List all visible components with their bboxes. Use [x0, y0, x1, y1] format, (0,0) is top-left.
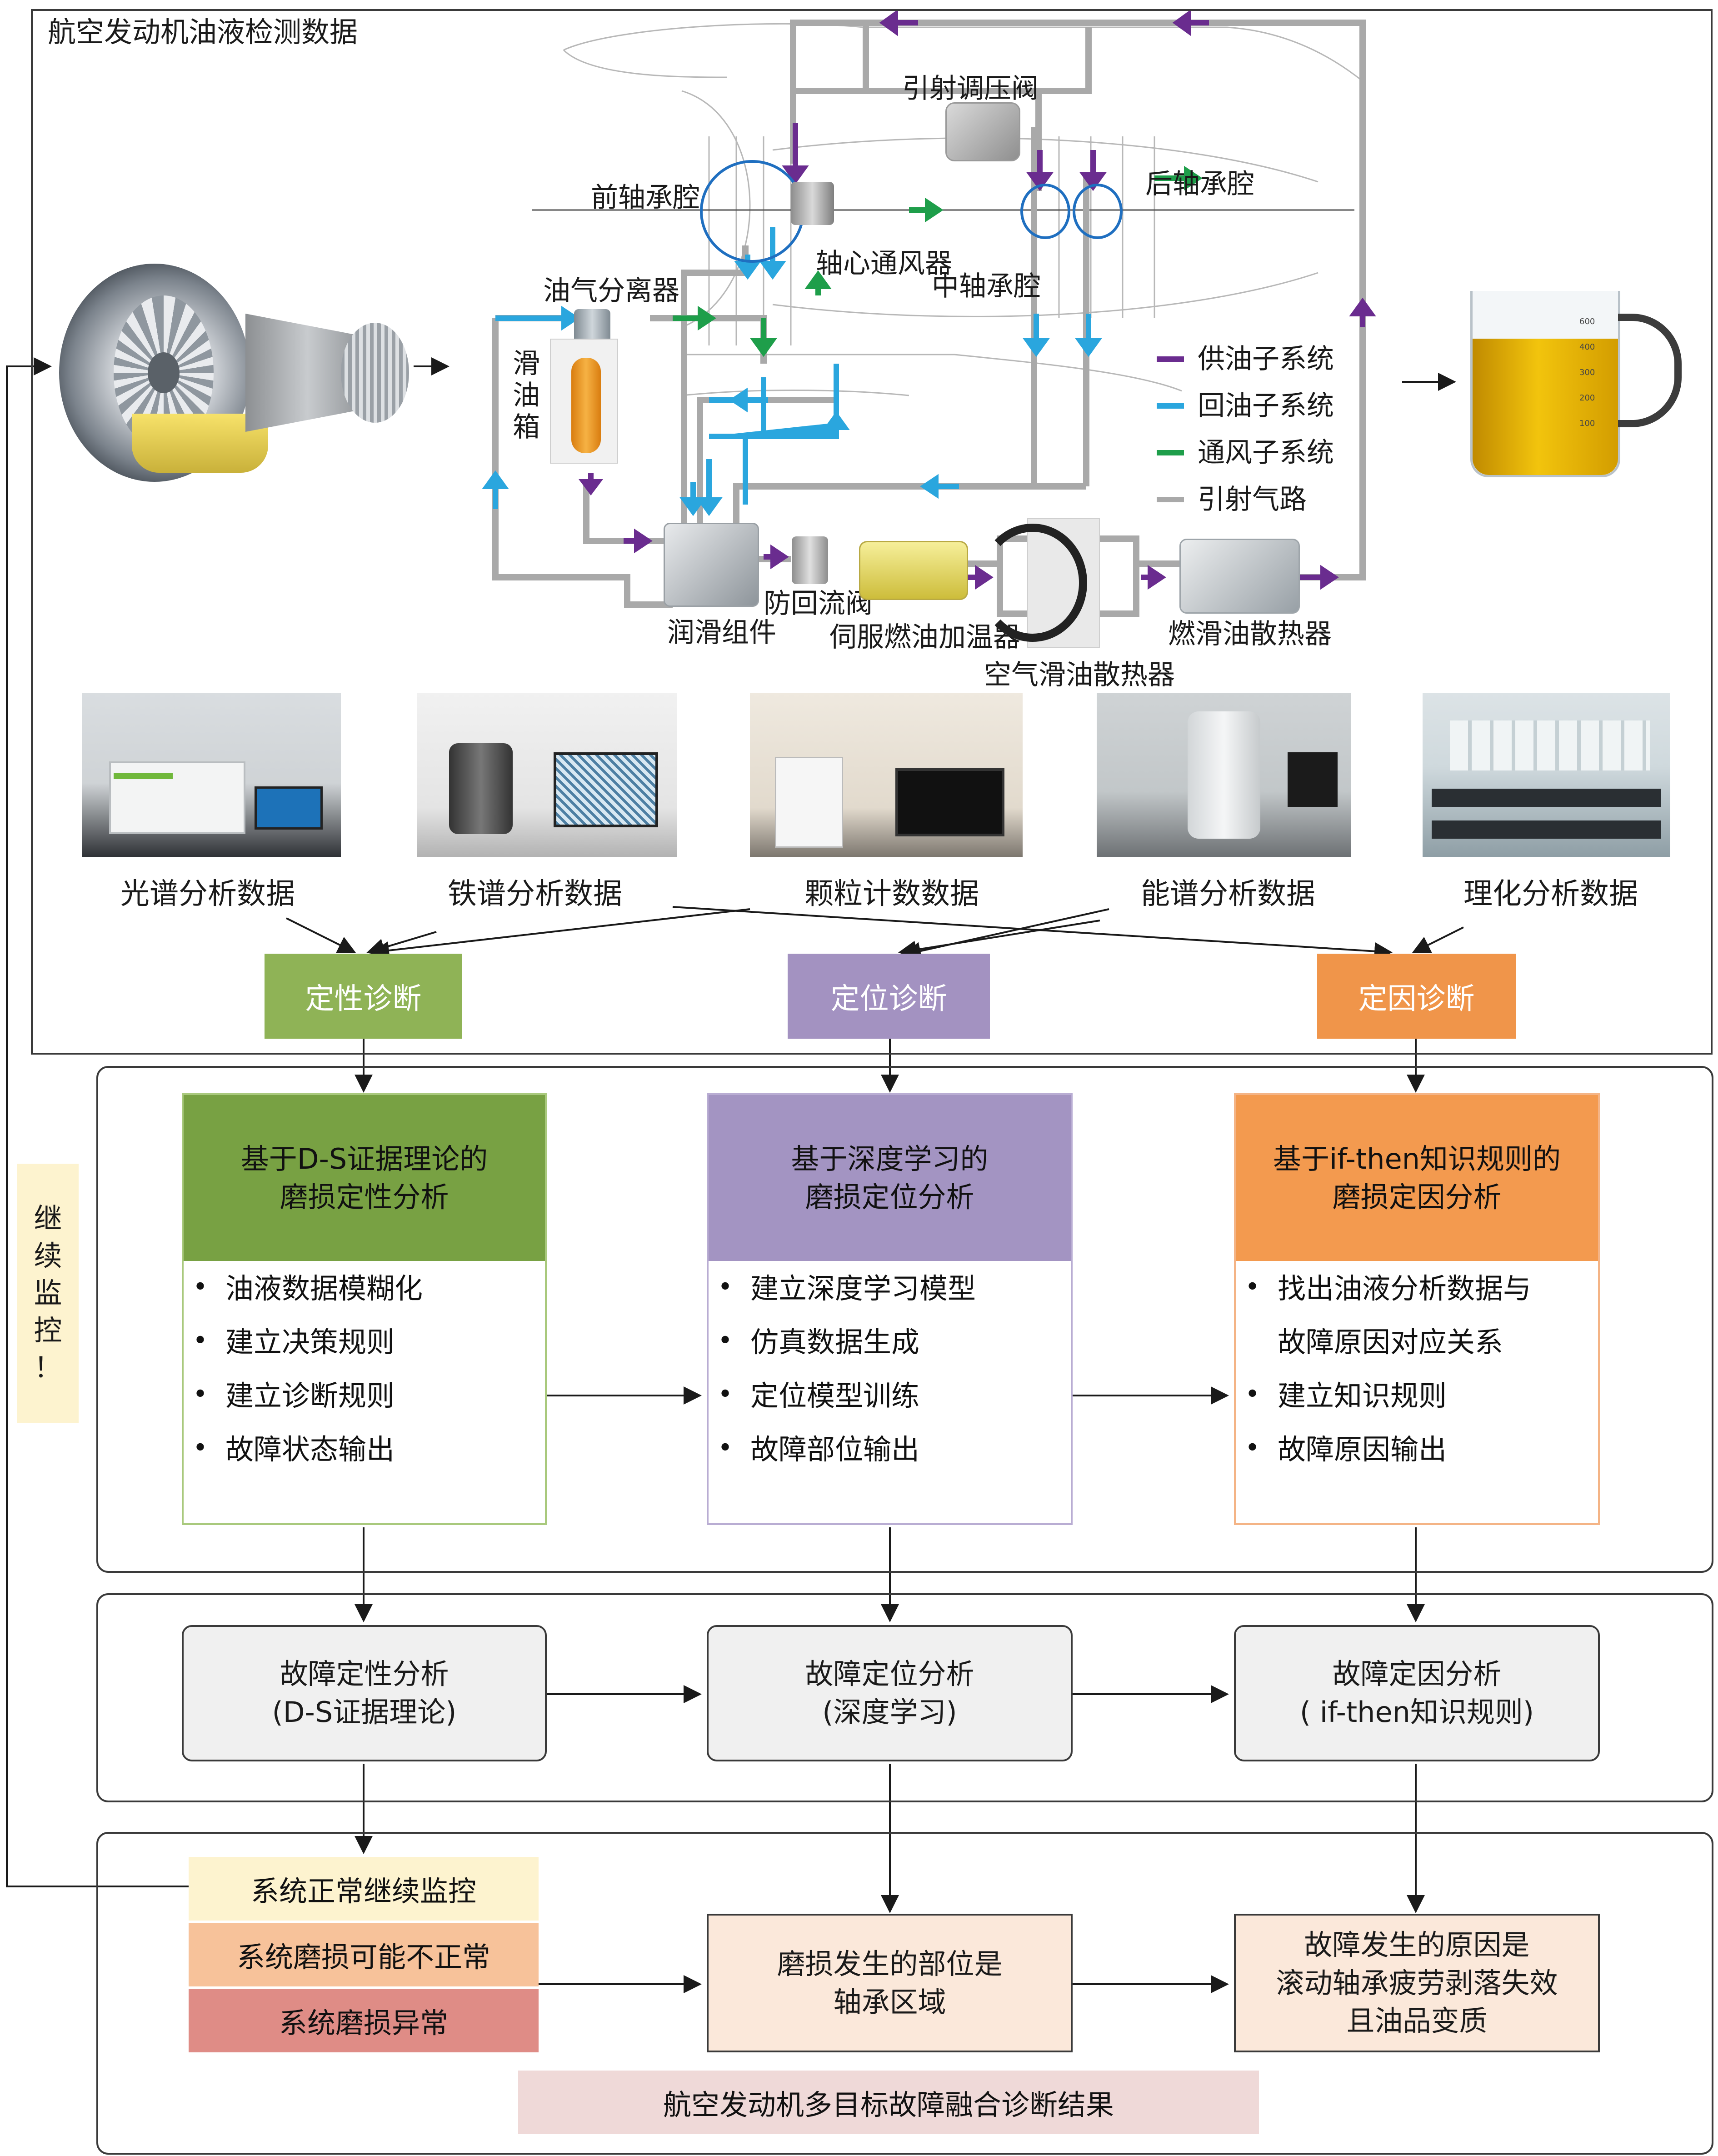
source-ferrography: 铁谱分析数据 [448, 877, 622, 911]
legend-swatches [1157, 356, 1184, 502]
top-section-frame [31, 9, 1713, 1055]
list-item: 故障原因对应关系 [1278, 1326, 1503, 1359]
diagnosis-qualitative: 定性诊断 [265, 954, 462, 1039]
fault-analysis-section-frame [96, 1593, 1713, 1802]
label-check-valve: 防回流阀 [764, 588, 873, 620]
list-item: 建立知识规则 [1245, 1382, 1598, 1436]
label-fuel-cooler: 燃滑油散热器 [1168, 618, 1332, 650]
list-item: 故障原因输出 [1245, 1436, 1598, 1489]
label-bleed-valve: 引射调压阀 [902, 73, 1039, 105]
turbofan-engine-image [50, 255, 414, 491]
physicochemical-lab-photo [1423, 693, 1670, 857]
source-physicochemical: 理化分析数据 [1463, 877, 1638, 911]
check-valve-image [792, 536, 828, 584]
particle-counter-photo [750, 693, 1023, 857]
fault-qualitative-box: 故障定性分析(D-S证据理论) [182, 1625, 547, 1761]
diagnosis-causal: 定因诊断 [1317, 954, 1516, 1039]
bleed-valve-image [945, 102, 1020, 161]
fault-causal-box: 故障定因分析( if-then知识规则) [1234, 1625, 1600, 1761]
status-possibly-abnormal: 系统磨损可能不正常 [189, 1923, 539, 1986]
label-separator: 油气分离器 [543, 275, 679, 307]
fuel-heater-image [859, 541, 968, 600]
eds-photo [1097, 693, 1351, 857]
label-tank-1: 滑 [513, 348, 540, 380]
legend-supply: 供油子系统 [1198, 343, 1334, 375]
list-item: 建立决策规则 [193, 1328, 545, 1382]
result-section-frame [96, 1832, 1713, 2155]
list-item: 仿真数据生成 [718, 1328, 1071, 1382]
air-cooler-image [978, 518, 1100, 648]
list-item: 定位模型训练 [718, 1382, 1071, 1436]
fault-localization-box: 故障定位分析(深度学习) [707, 1625, 1073, 1761]
label-rear-bearing: 后轴承腔 [1145, 168, 1254, 200]
list-item: 故障状态输出 [193, 1436, 545, 1489]
source-spectral: 光谱分析数据 [120, 877, 295, 911]
source-particle: 颗粒计数数据 [804, 877, 979, 911]
label-air-cooler: 空气滑油散热器 [984, 659, 1175, 691]
method-ifthen-steps: 找出油液分析数据与 故障原因对应关系 建立知识规则 故障原因输出 [1236, 1275, 1598, 1489]
method-dl-steps: 建立深度学习模型 仿真数据生成 定位模型训练 故障部位输出 [709, 1275, 1071, 1489]
status-abnormal: 系统磨损异常 [189, 1989, 539, 2052]
result-cause-box: 故障发生的原因是滚动轴承疲劳剥落失效且油品变质 [1234, 1914, 1600, 2052]
oil-tank-image [550, 339, 618, 464]
status-normal: 系统正常继续监控 [189, 1857, 539, 1921]
breather-image [791, 182, 834, 225]
label-lube-unit: 润滑组件 [667, 617, 776, 649]
continue-monitor-note: 继 续 监 控 ！ [17, 1164, 79, 1423]
legend-bleed: 引射气路 [1198, 484, 1307, 515]
list-item: 油液数据模糊化 [193, 1275, 545, 1328]
ferrograph-photo [417, 693, 677, 857]
fuel-cooler-image [1179, 539, 1300, 614]
list-item: 建立深度学习模型 [718, 1275, 1071, 1328]
result-footer-title: 航空发动机多目标故障融合诊断结果 [518, 2071, 1259, 2134]
method-section-frame [96, 1066, 1713, 1573]
list-item: 故障部位输出 [718, 1436, 1071, 1489]
label-tank-3: 箱 [513, 411, 540, 443]
list-item: 建立诊断规则 [193, 1382, 545, 1436]
section-title: 航空发动机油液检测数据 [48, 15, 358, 49]
list-item: 找出油液分析数据与 [1245, 1275, 1598, 1328]
lube-unit-image [664, 523, 759, 607]
method-ds-header: 基于D-S证据理论的磨损定性分析 [184, 1095, 545, 1261]
source-eds: 能谱分析数据 [1141, 877, 1315, 911]
result-location-box: 磨损发生的部位是轴承区域 [707, 1914, 1073, 2052]
label-mid-bearing: 中轴承腔 [932, 270, 1041, 302]
legend-return: 回油子系统 [1198, 390, 1334, 422]
method-dl-header: 基于深度学习的磨损定位分析 [709, 1095, 1071, 1261]
legend-vent: 通风子系统 [1198, 437, 1334, 469]
spectrometer-photo [82, 693, 341, 857]
label-breather: 轴心通风器 [816, 248, 952, 280]
label-fuel-heater: 伺服燃油加温器 [829, 621, 1020, 653]
method-ifthen-header: 基于if-then知识规则的磨损定因分析 [1236, 1095, 1598, 1261]
label-tank-2: 油 [513, 380, 540, 411]
method-ds-steps: 油液数据模糊化 建立决策规则 建立诊断规则 故障状态输出 [184, 1275, 545, 1489]
diagnosis-localization: 定位诊断 [788, 954, 990, 1039]
label-front-bearing: 前轴承腔 [591, 182, 700, 214]
